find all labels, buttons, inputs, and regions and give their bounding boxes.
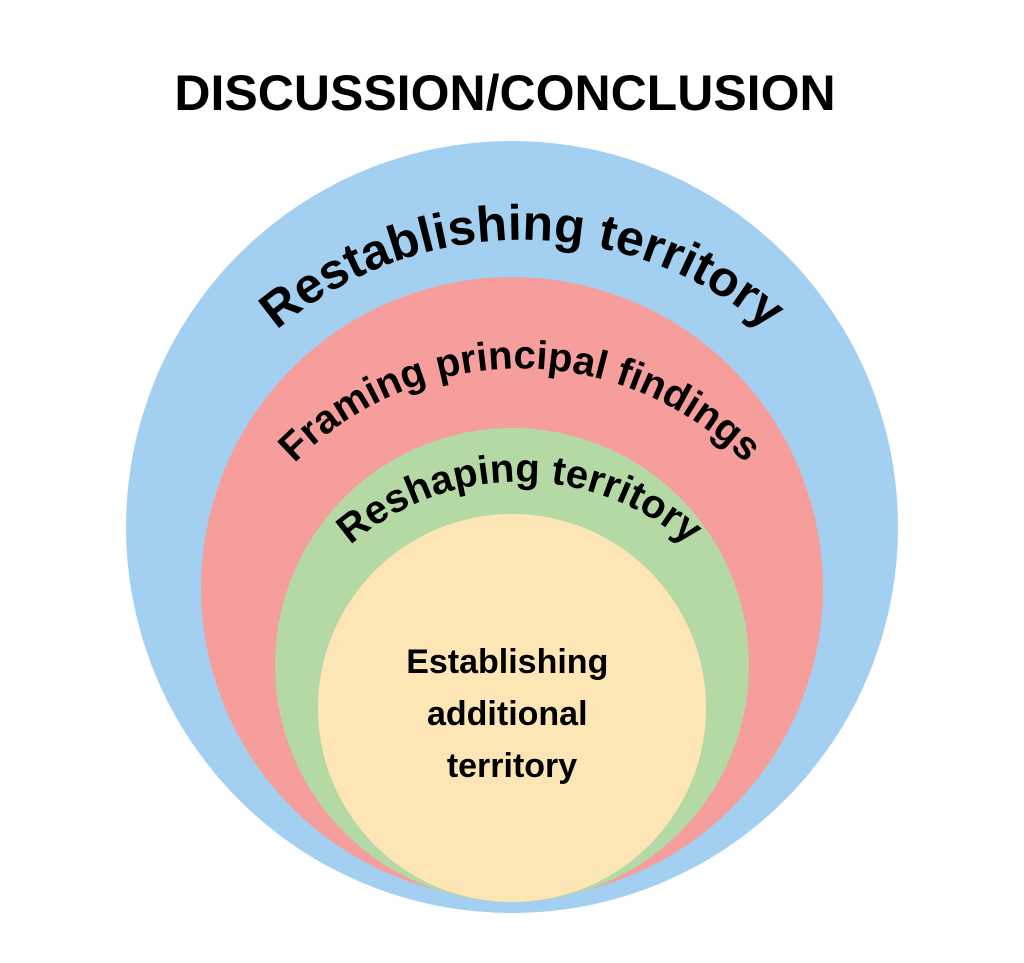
core-label-line-2: additional (427, 695, 588, 733)
core-label-line-1: Establishing (406, 643, 608, 681)
core-circle (318, 514, 706, 902)
core-label: Establishing additional territory (406, 643, 618, 785)
diagram-title: DISCUSSION/CONCLUSION (174, 65, 835, 121)
core-label-line-3: territory (447, 747, 577, 785)
